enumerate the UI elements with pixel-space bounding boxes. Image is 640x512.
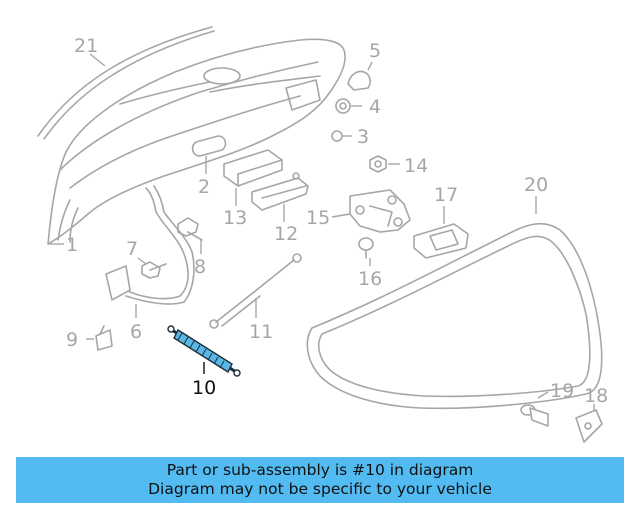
part-21-trim-strip: [37, 26, 215, 140]
part-9-clip: [86, 325, 113, 351]
callout-2: 2: [198, 176, 210, 198]
callout-6: 6: [130, 321, 142, 343]
part-11-gas-strut: [209, 253, 302, 329]
callout-14: 14: [404, 155, 428, 177]
callout-17: 17: [434, 184, 458, 206]
banner-line-disclaimer: Diagram may not be specific to your vehi…: [148, 480, 492, 498]
callout-11: 11: [249, 321, 273, 343]
callout-20: 20: [524, 174, 548, 196]
part-3-grommet: [331, 130, 352, 142]
part-8-bolt: [177, 217, 203, 254]
callout-5: 5: [369, 40, 381, 62]
part-7-bolt: [137, 257, 167, 279]
banner-line-part-number: Part or sub-assembly is #10 in diagram: [166, 461, 474, 479]
part-20-weatherstrip: [306, 196, 603, 410]
part-14-nut: [369, 155, 400, 173]
callout-3: 3: [357, 126, 369, 148]
part-13-switch: [223, 149, 283, 206]
part-6-hinge: [105, 185, 195, 318]
callout-15: 15: [306, 207, 330, 229]
callout-21: 21: [74, 35, 98, 57]
callout-4: 4: [369, 96, 381, 118]
callout-labels: 21 5 4 3 14 2 13 12 15 17 20 1 7 8 16 6 …: [66, 35, 608, 407]
part-4-washer: [335, 98, 362, 114]
part-15-latch: [331, 189, 411, 233]
part-10-gas-strut-highlighted: [167, 325, 241, 377]
part-16-bolt: [358, 237, 374, 266]
callout-19: 19: [550, 380, 574, 402]
callout-12: 12: [274, 223, 298, 245]
callout-7: 7: [126, 238, 138, 260]
callout-9: 9: [66, 329, 78, 351]
callout-16: 16: [358, 268, 382, 290]
part-12-light: [251, 172, 309, 222]
part-info-banner: Part or sub-assembly is #10 in diagram D…: [16, 457, 624, 503]
part-17-pad: [413, 206, 469, 259]
part-2-pad: [191, 135, 227, 174]
callout-18: 18: [584, 385, 608, 407]
callout-10-highlighted: 10: [192, 377, 216, 399]
part-19-push-pin: [520, 391, 549, 427]
part-5-bumper-cap: [347, 61, 373, 91]
part-18-clip: [575, 404, 603, 443]
callout-8: 8: [194, 256, 206, 278]
callout-1: 1: [66, 234, 78, 256]
callout-13: 13: [223, 207, 247, 229]
